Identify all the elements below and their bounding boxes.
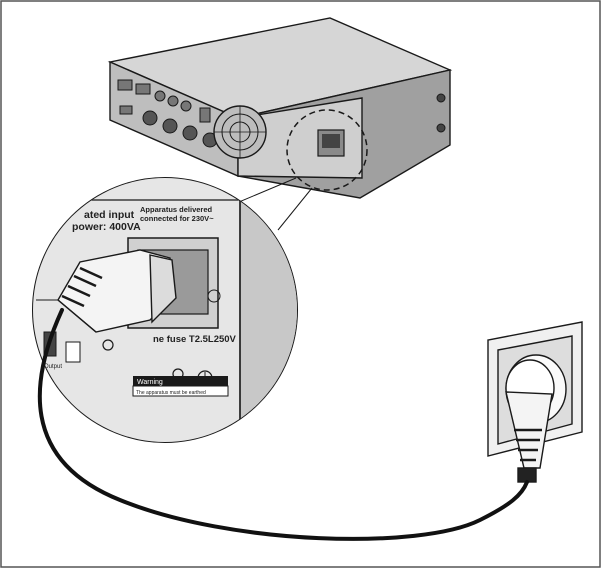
connector: [167, 95, 179, 107]
connector: [199, 107, 211, 123]
vent-fan-icon: [213, 105, 267, 159]
connector: [117, 79, 133, 91]
connector: [142, 110, 158, 126]
power-cable: [37, 308, 529, 541]
warning-title: Warning: [137, 379, 163, 386]
schuko-plug: [505, 359, 555, 483]
connector: [182, 125, 198, 141]
apparatus-label-2: connected for 230V~: [140, 214, 214, 223]
rated-input-label: ated input: [84, 209, 135, 221]
screw: [436, 93, 446, 103]
connector: [119, 105, 133, 115]
detail-marker: [286, 109, 368, 191]
warning-body: [132, 385, 229, 397]
power-label: power: 400VA: [72, 221, 141, 233]
detail-contents: ated input power: 400VA Apparatus delive…: [33, 178, 297, 442]
output-connector: [65, 341, 81, 363]
warning-subtitle: The apparatus must be earthed: [136, 390, 206, 396]
output-label: Output: [44, 364, 62, 370]
screw: [436, 123, 446, 133]
inlet-socket: [322, 134, 340, 148]
connector: [180, 100, 192, 112]
ground-icon: [207, 289, 221, 303]
iec-plug: [57, 249, 177, 333]
warning-header: [133, 376, 228, 386]
rear-connectors: [117, 79, 218, 148]
leader-line: [277, 187, 313, 231]
connector: [135, 83, 151, 95]
connector: [162, 118, 178, 134]
connector: [154, 90, 166, 102]
apparatus-label-1: Apparatus delivered: [140, 205, 213, 214]
fuse-label: ne fuse T2.5L250V: [153, 334, 237, 345]
screw: [102, 339, 114, 351]
